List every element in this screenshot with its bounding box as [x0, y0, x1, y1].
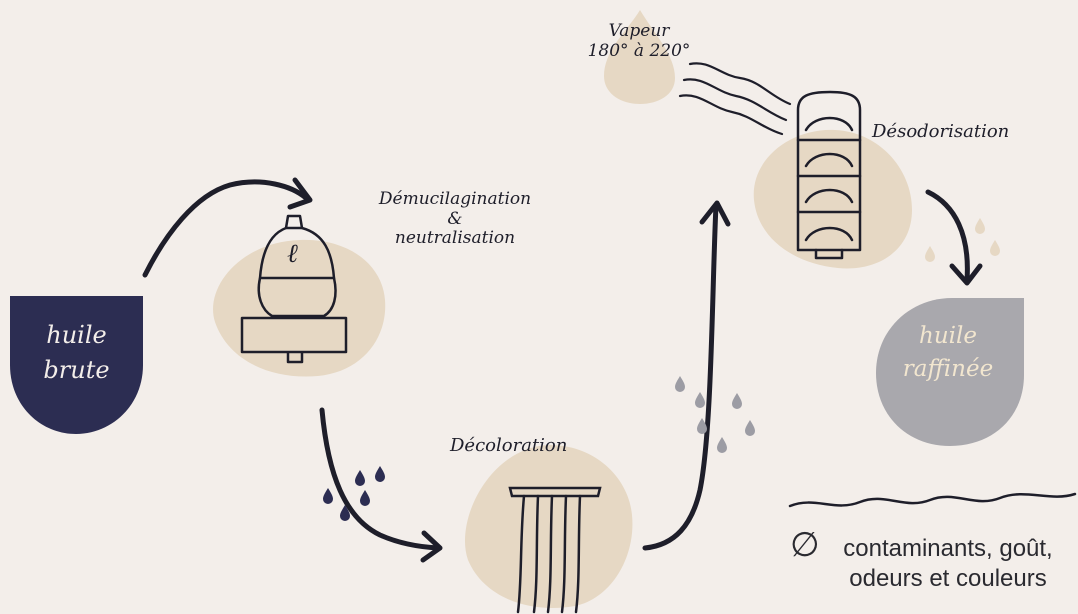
arrow-icon [642, 200, 731, 551]
steam-label: Vapeur 180° à 220° [584, 21, 694, 61]
blob-desodorisation [753, 129, 912, 269]
raw-oil-label: huile brute [14, 318, 139, 388]
result-line2: odeurs et couleurs [849, 565, 1047, 592]
raw-oil-drop-icon [10, 296, 143, 434]
empty-set-icon: ∅ [790, 526, 820, 564]
refined-oil-line2: raffinée [902, 356, 994, 383]
blob-decoloration [464, 444, 633, 609]
raw-oil-line2: brute [43, 355, 110, 384]
demucilagination-line1: Démucilagination [378, 189, 532, 209]
refined-oil-drop-icon [876, 298, 1024, 446]
water-drop-icon [675, 376, 755, 453]
demucilagination-label: Démucilagination & neutralisation [360, 189, 550, 249]
steam-wave-icon [678, 62, 792, 136]
arrow-icon [142, 177, 313, 278]
refined-oil-label: huile raffinée [878, 320, 1018, 387]
raw-oil-line1: huile [46, 321, 107, 349]
water-drop-icon [323, 466, 385, 521]
desodorisation-label: Désodorisation [872, 121, 1010, 142]
result-line1: contaminants, goût, [843, 535, 1053, 562]
column-icon [796, 90, 862, 260]
blob-demucilagination [213, 239, 386, 377]
filter-icon [508, 486, 602, 614]
blob-steam [604, 10, 675, 104]
divider-wave [788, 492, 1077, 508]
steam-line1: Vapeur [608, 21, 670, 41]
refined-oil-line1: huile [919, 323, 977, 349]
water-drop-icon [925, 218, 1000, 262]
tank-icon [240, 214, 348, 364]
arrow-icon [925, 189, 983, 286]
result-text: contaminants, goût, odeurs et couleurs [826, 534, 1070, 594]
demucilagination-line3: neutralisation [394, 228, 516, 249]
arrow-icon [319, 407, 443, 563]
tank-symbol: ℓ [287, 239, 298, 269]
steam-line2: 180° à 220° [587, 40, 691, 61]
demucilagination-line2: & [447, 208, 463, 229]
decoloration-label: Décoloration [450, 435, 568, 456]
